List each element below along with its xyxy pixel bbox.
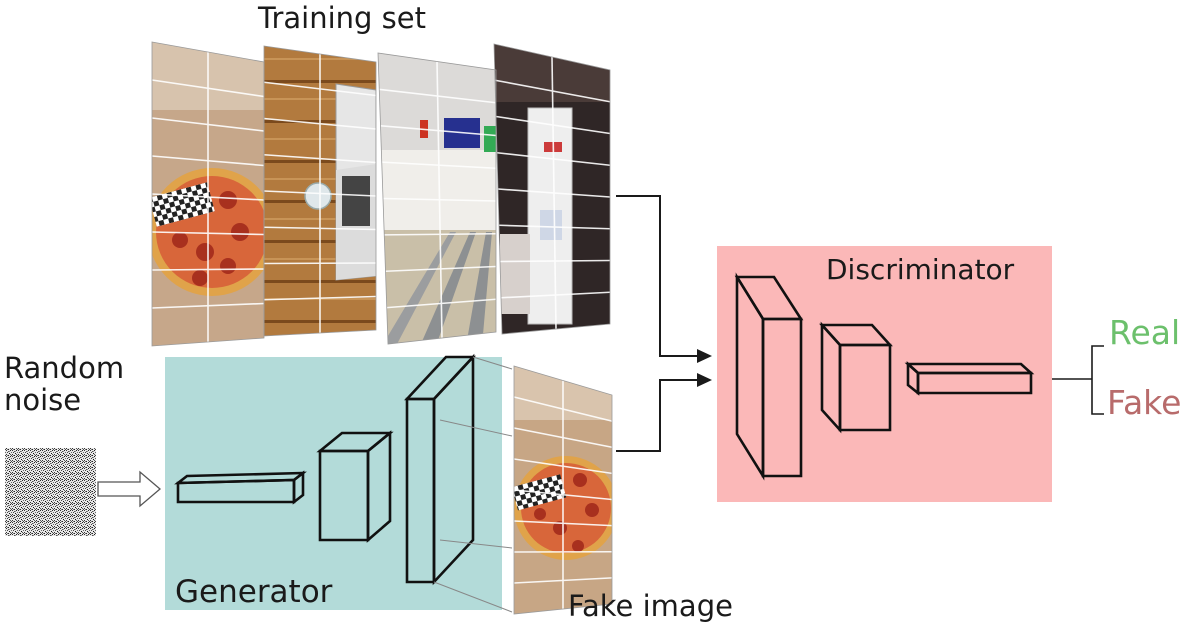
arrowhead-top — [697, 349, 712, 363]
discriminator-label: Discriminator — [826, 253, 1015, 286]
real-output-label: Real — [1109, 313, 1181, 352]
grid-line — [551, 56, 557, 330]
random-noise-image — [5, 448, 96, 536]
fake-output-label: Fake — [1107, 383, 1182, 422]
discriminator-layer-large — [734, 272, 804, 481]
discriminator-layer-small — [904, 361, 1035, 396]
discriminator-layer-medium — [819, 321, 893, 434]
random-noise-label: Random noise — [4, 351, 125, 417]
generator-layer-small — [174, 470, 307, 505]
projection-lines — [433, 356, 513, 613]
fake-image-label: Fake image — [568, 589, 733, 623]
generator-panel — [165, 357, 502, 610]
output-bracket — [1052, 345, 1104, 415]
grid-line — [436, 61, 443, 339]
connector-lines — [616, 195, 700, 452]
training-set-label: Training set — [258, 1, 426, 35]
generator-label: Generator — [175, 574, 333, 610]
arrowhead-bottom — [697, 373, 712, 387]
generator-layer-medium — [316, 430, 394, 543]
noise-input-arrow — [97, 470, 162, 508]
image-grid-overlay — [151, 52, 613, 609]
image-frames — [151, 41, 613, 615]
